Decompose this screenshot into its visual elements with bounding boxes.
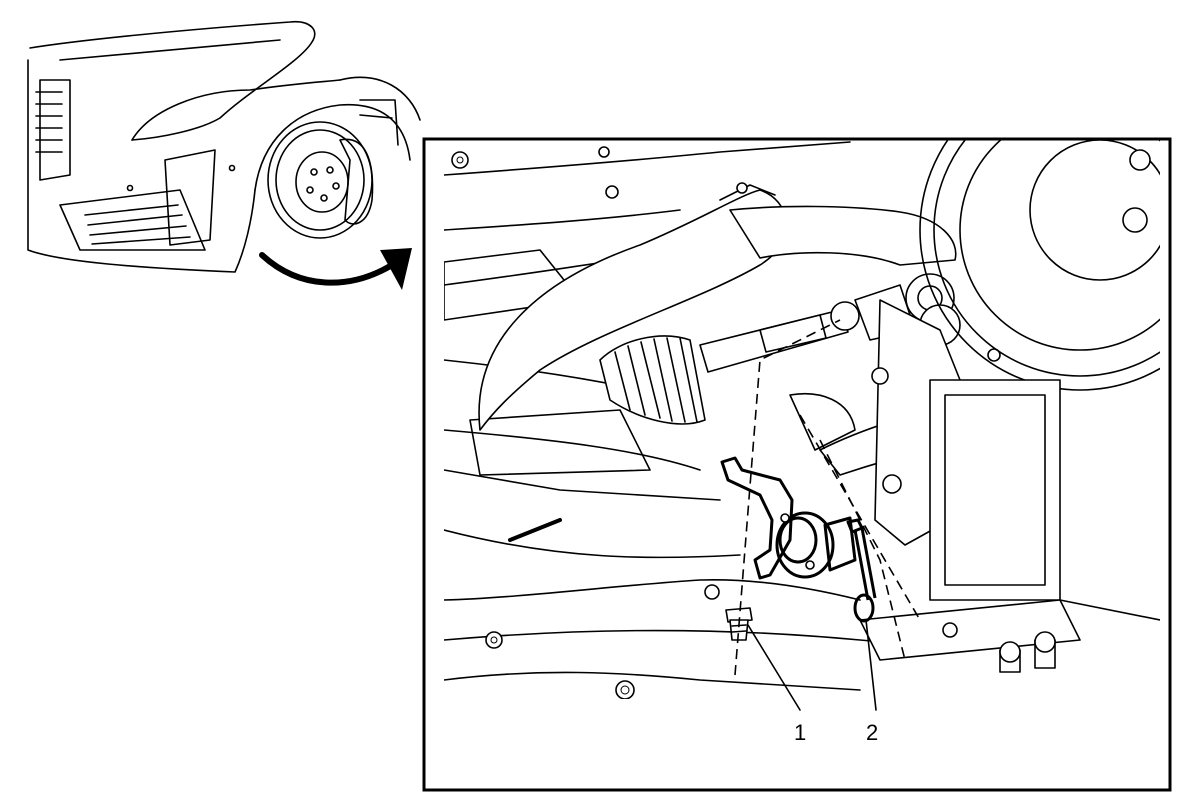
callout-label-2: 2 — [866, 720, 879, 745]
detail-view — [444, 139, 1160, 711]
direction-arrow-icon — [380, 248, 412, 290]
leveling-sensor — [720, 456, 877, 623]
sensor-bolt — [725, 607, 753, 641]
vehicle-overview — [27, 20, 421, 290]
callout-label-1: 1 — [794, 720, 807, 745]
